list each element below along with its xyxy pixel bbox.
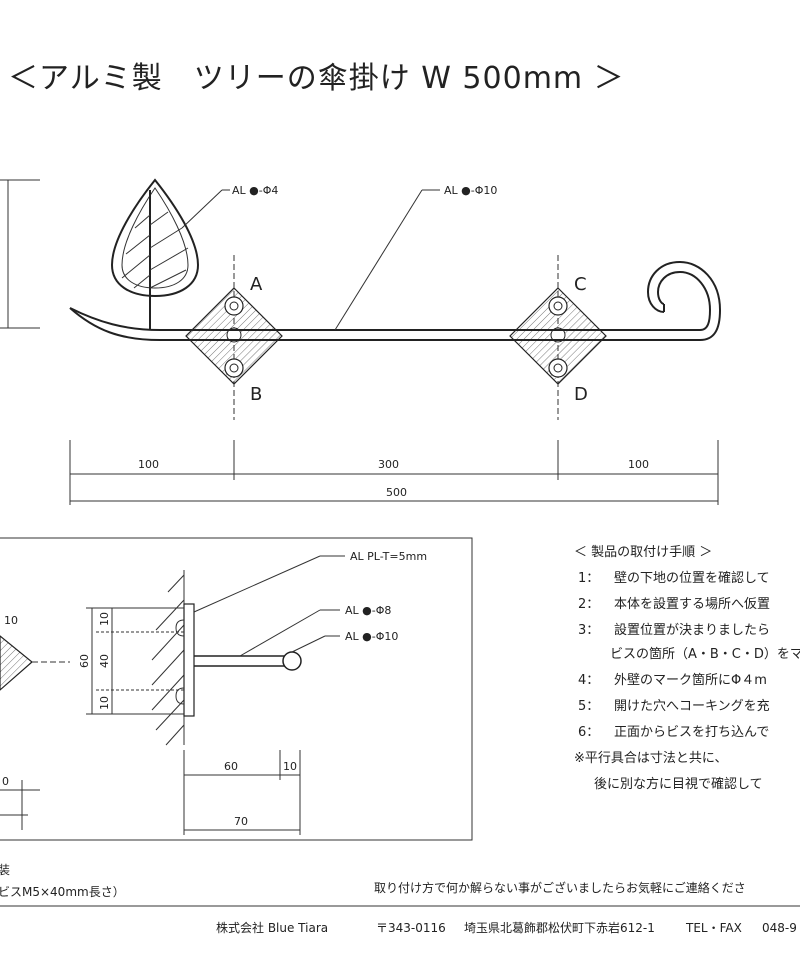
mount-label-c: C — [574, 274, 587, 295]
step-4-text: 外壁のマーク箇所にΦ４m — [614, 672, 767, 688]
step-6-text: 正面からビスを打ち込んで — [614, 725, 769, 740]
step-5-text: 開けた穴へコーキングを充 — [614, 698, 770, 714]
rod-material-callout: AL ●-Φ8 — [345, 604, 391, 617]
footer: 株式会社 Blue Tiara 〒343-0116 埼玉県北葛飾郡松伏町下赤岩6… — [216, 920, 797, 935]
note-line-2: 後に別な方に目視で確認して — [594, 776, 763, 792]
side-view-panel: 10 0 10 40 10 60 — [0, 537, 473, 841]
dim-side-10-top: 10 — [98, 612, 111, 626]
dim-side-total-70: 70 — [234, 815, 248, 828]
mount-label-a: A — [250, 274, 263, 295]
dim-side-offset-10: 10 — [283, 760, 297, 773]
front-view: AL ●-Φ4 AL ●-Φ10 A — [0, 178, 722, 505]
footer-tel-label: TEL・FAX — [685, 921, 742, 935]
dim-middle-300: 300 — [378, 458, 399, 471]
dim-right-100: 100 — [628, 458, 649, 471]
step-1-text: 壁の下地の位置を確認して — [614, 570, 770, 586]
footer-address: 埼玉県北葛飾郡松伏町下赤岩612-1 — [464, 920, 655, 935]
step-2-text: 本体を設置する場所へ仮置 — [614, 596, 770, 612]
dim-side-40: 40 — [98, 654, 111, 668]
bottom-left-line-2: ビスM5×40mm長さ） — [0, 885, 125, 899]
step-3-text: 設置位置が決まりましたら — [614, 622, 770, 638]
leaf-material-callout: AL ●-Φ4 — [232, 184, 278, 197]
rod-end-material-callout: AL ●-Φ10 — [345, 630, 398, 643]
footer-postal: 〒343-0116 — [376, 921, 446, 935]
note-line-1: ※平行具合は寸法と共に、 — [574, 751, 728, 766]
bottom-left-line-1: 装 — [0, 863, 10, 877]
instructions-heading: ＜ 製品の取付け手順 ＞ — [574, 545, 712, 560]
dim-left-100: 100 — [138, 458, 159, 471]
front-dimensions: 100 300 100 500 — [69, 440, 719, 505]
mount-label-b: B — [250, 384, 262, 405]
mount-plate-right — [509, 255, 607, 420]
partial-callout-10: 10 — [4, 614, 18, 627]
dim-side-depth-60: 60 — [224, 760, 238, 773]
step-1-num: 1： — [578, 571, 599, 586]
mount-plate-left — [185, 255, 283, 420]
step-3-cont-text: ビスの箇所（A・B・C・D）をマ — [610, 646, 800, 662]
page-title: ＜アルミ製 ツリーの傘掛け W 500mm ＞ — [8, 61, 625, 96]
step-3-num: 3： — [578, 623, 599, 638]
dim-total-500: 500 — [386, 486, 407, 499]
mount-label-d: D — [574, 384, 588, 405]
rod-end — [282, 651, 302, 671]
installation-instructions: ＜ 製品の取付け手順 ＞ 1： 壁の下地の位置を確認して 2： 本体を設置する場… — [574, 545, 800, 792]
step-6-num: 6： — [578, 725, 599, 740]
step-2-num: 2： — [578, 597, 599, 612]
footer-company: 株式会社 Blue Tiara — [216, 920, 328, 935]
main-bar — [69, 260, 722, 341]
leaf-ornament — [110, 178, 200, 330]
partial-dim-bottom: 0 — [2, 775, 9, 788]
step-4-num: 4： — [578, 673, 599, 688]
bar-material-callout: AL ●-Φ10 — [444, 184, 497, 197]
mounting-plate-section — [183, 603, 195, 717]
dim-side-10-bottom: 10 — [98, 696, 111, 710]
wall-section — [151, 570, 185, 746]
dim-side-60: 60 — [78, 654, 91, 668]
step-5-num: 5： — [578, 699, 599, 714]
footer-tel: 048-9 — [762, 921, 797, 935]
plate-material-callout: AL PL-T=5mm — [350, 550, 427, 563]
contact-note: 取り付け方で何か解らない事がございましたらお気軽にご連絡くださ — [374, 880, 746, 895]
